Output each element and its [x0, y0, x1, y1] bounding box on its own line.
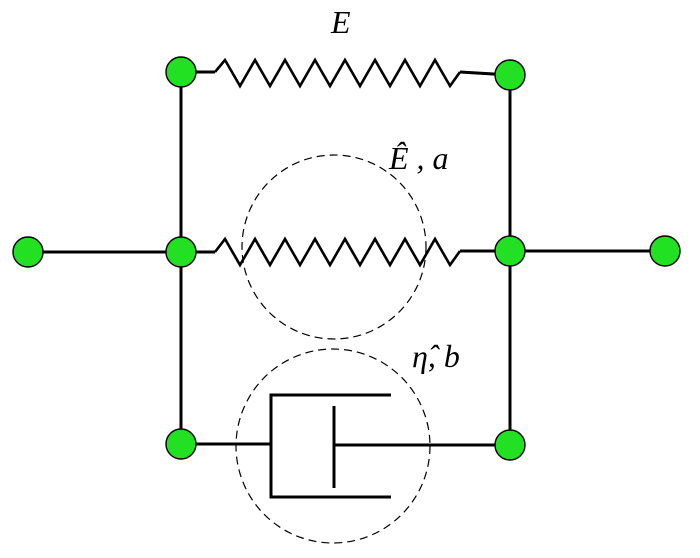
node-bottom-right [494, 429, 526, 461]
top-spring-label: E [331, 4, 351, 40]
fractional-spring-circle [241, 154, 427, 340]
dashpot [181, 393, 510, 499]
node-bottom-left [165, 428, 197, 460]
node-left-terminal [12, 236, 44, 268]
node-middle-right [494, 235, 526, 267]
node-middle-left [165, 236, 197, 268]
node-top-right [494, 59, 526, 91]
middle-spring [181, 236, 510, 268]
node-top-left [165, 56, 197, 88]
middle-spring-label: Ê , a [389, 140, 449, 176]
dashpot-label: η̂, b [412, 338, 460, 374]
node-right-terminal [649, 235, 681, 267]
top-spring [181, 57, 511, 89]
